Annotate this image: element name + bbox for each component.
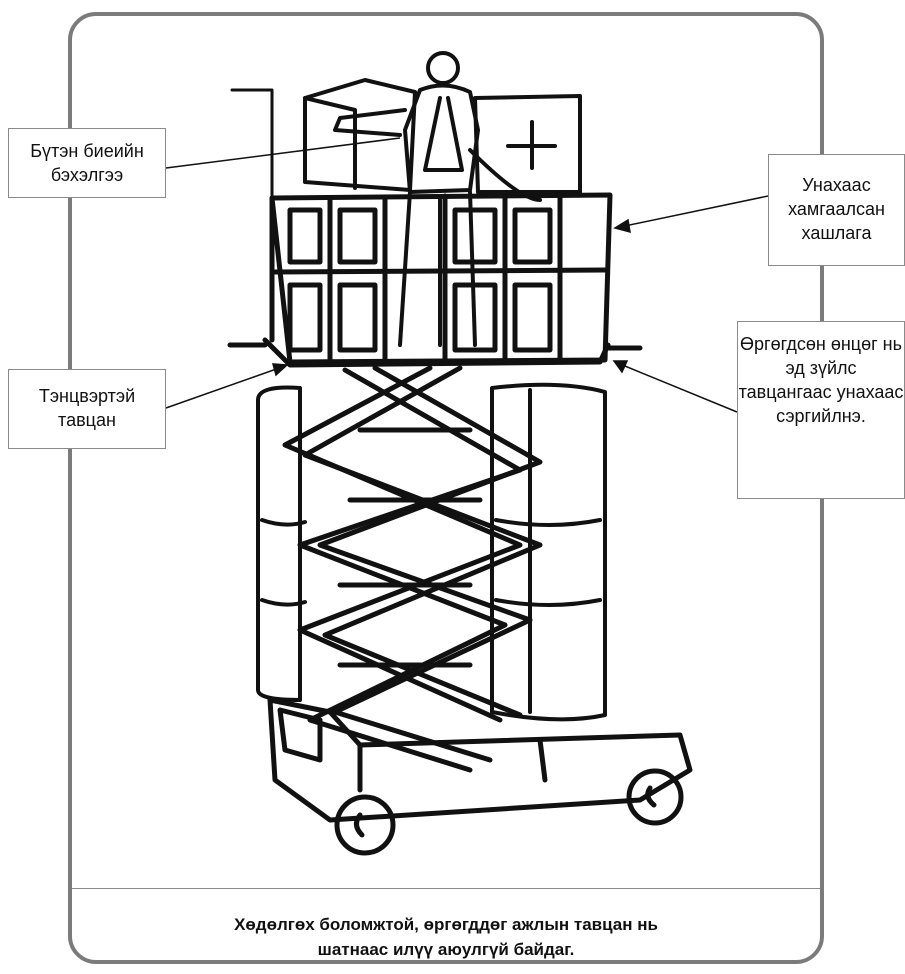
callout-platform: Тэнцвэртэй тавцан <box>8 369 166 449</box>
callout-toe-board: Өргөгдсөн өнцөг нь эд зүйлс тавцангаас у… <box>737 321 905 499</box>
callout-platform-text: Тэнцвэртэй тавцан <box>38 386 136 430</box>
pointer-guardrail <box>613 195 769 234</box>
drum-left <box>256 385 307 702</box>
worker <box>333 51 542 347</box>
caption-line-2: шатнаас илүү аюулгүй байдаг. <box>317 940 575 959</box>
scissor-arms <box>282 365 543 773</box>
box-left <box>303 78 417 192</box>
box-right <box>473 94 582 194</box>
callout-harness-text: Бүтэн биеийн бэхэлгээ <box>30 141 144 185</box>
pole <box>230 88 274 197</box>
wheel-front <box>334 794 396 856</box>
lift-base <box>267 697 693 823</box>
pointer-harness <box>165 137 401 169</box>
callout-toe-board-text: Өргөгдсөн өнцөг нь эд зүйлс тавцангаас у… <box>738 334 904 426</box>
drum-right <box>490 382 607 722</box>
caption-line-1: Хөдөлгөх боломжтой, өргөгддөг ажлын тавц… <box>234 915 658 934</box>
callout-harness: Бүтэн биеийн бэхэлгээ <box>8 128 166 198</box>
caption-divider <box>72 888 820 889</box>
figure-caption: Хөдөлгөх боломжтой, өргөгддөг ажлын тавц… <box>72 912 820 962</box>
pointer-toe-board <box>612 360 738 413</box>
callout-guardrail: Унахаас хамгаалсан хашлага <box>768 154 905 266</box>
wheel-rear <box>626 768 684 826</box>
pointer-platform <box>165 363 289 409</box>
callout-guardrail-text: Унахаас хамгаалсан хашлага <box>788 175 885 243</box>
guardrail-cage <box>269 192 613 365</box>
